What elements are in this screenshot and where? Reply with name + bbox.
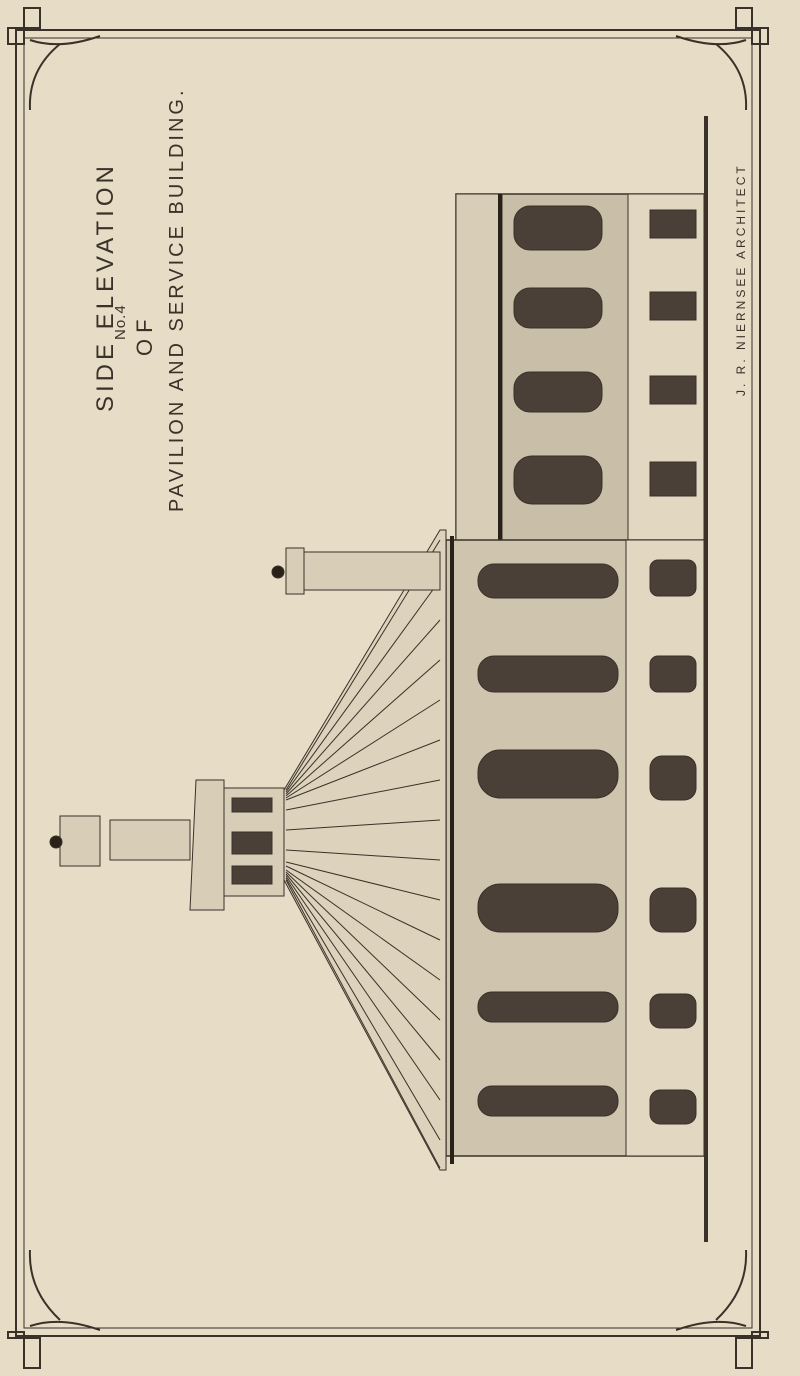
chimney <box>271 547 441 595</box>
pavilion-wall <box>445 536 705 1164</box>
title-line-1: SIDE ELEVATION <box>92 162 119 412</box>
ornamental-border <box>7 7 769 1369</box>
title-line-2: OF <box>132 313 157 356</box>
title-line-3: PAVILION AND SERVICE BUILDING. <box>166 87 188 512</box>
pavilion-windows <box>477 559 697 1125</box>
roof-lantern <box>49 779 285 911</box>
pavilion-roof <box>283 529 447 1171</box>
architect-credit: J. R. NIERNSEE ARCHITECT <box>734 163 748 396</box>
service-building-windows <box>513 205 697 505</box>
